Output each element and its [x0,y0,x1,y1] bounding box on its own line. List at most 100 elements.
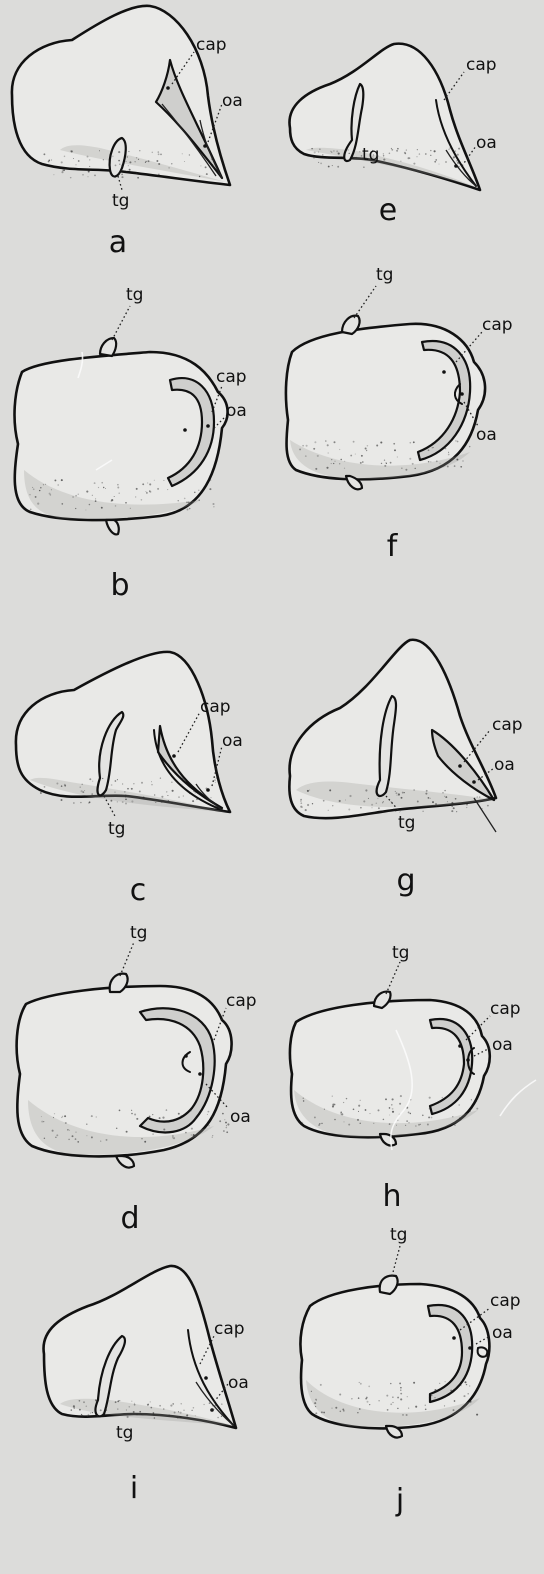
stipple-dot [43,153,45,155]
stipple-dot [212,503,214,505]
stipple-dot [191,1410,192,1411]
stipple-dot [451,802,453,804]
stipple-dot [213,506,214,507]
stipple-dot [379,795,380,796]
stipple-dot [142,483,144,485]
stipple-dot [303,1098,304,1099]
stipple-dot [300,800,301,801]
stipple-dot [149,483,151,485]
stipple-dot [190,1110,192,1112]
stipple-dot [75,508,76,509]
stipple-dot [75,1138,77,1140]
stipple-dot [163,1128,165,1130]
stipple-dot [163,480,164,481]
stipple-dot [70,177,72,179]
stipple-dot [144,1141,146,1143]
stipple-dot [406,150,407,151]
stipple-dot [389,1123,391,1125]
stipple-dot [136,172,138,174]
label-tg: tg [398,813,415,833]
stipple-dot [77,1141,79,1143]
stipple-dot [180,1416,182,1418]
stipple-dot [444,1397,445,1398]
stipple-dot [145,491,146,492]
stipple-dot [121,164,123,166]
stipple-dot [45,484,46,485]
stipple-dot [391,149,393,151]
stipple-dot [372,156,373,157]
stipple-dot [52,1130,54,1132]
stipple-dot [362,158,364,160]
stipple-dot [114,791,115,792]
stipple-dot [117,487,119,489]
stipple-dot [55,1137,56,1138]
stipple-dot [81,784,82,785]
stipple-dot [444,1405,445,1406]
stipple-dot [171,782,172,783]
stipple-dot [445,1381,446,1382]
stipple-dot [35,496,37,498]
stipple-dot [306,445,308,447]
stipple-dot [429,1397,430,1398]
stipple-dot [167,489,168,490]
stipple-dot [219,1120,221,1122]
stipple-dot [227,1123,229,1125]
stipple-dot [103,159,104,160]
stipple-dot [368,798,369,799]
stipple-dot [466,1384,467,1385]
panel-letter: a [109,225,127,260]
stipple-dot [154,480,155,481]
stipple-dot [58,484,59,485]
stipple-dot [158,153,160,155]
stipple-dot [121,174,123,176]
stipple-dot [221,1416,222,1417]
stipple-dot [85,509,86,510]
stipple-dot [158,800,159,801]
stipple-dot [147,1404,149,1406]
panel-letter: d [120,1201,139,1236]
stipple-dot [61,1117,62,1118]
stipple-dot [150,1401,151,1402]
stipple-dot [122,783,123,784]
stipple-dot [439,463,440,464]
stipple-dot [399,1382,401,1384]
stipple-dot [418,1124,420,1126]
stipple-dot [400,1393,402,1395]
stipple-dot [398,793,400,795]
stipple-dot [117,1408,118,1409]
stipple-dot [209,488,211,490]
stipple-dot [425,1409,427,1411]
stipple-dot [435,803,437,805]
stipple-dot [139,790,141,792]
stipple-dot [54,479,56,481]
label-tg: tg [126,285,143,305]
label-cap: cap [490,999,521,1019]
stipple-dot [148,160,150,162]
stipple-dot [383,801,384,802]
stipple-dot [98,487,99,488]
stipple-dot [311,148,313,150]
stipple-dot [410,442,412,444]
stipple-dot [397,148,399,150]
stipple-dot [89,778,91,780]
stipple-dot [213,1408,215,1410]
stipple-dot [339,463,340,464]
stipple-dot [340,459,341,460]
stipple-dot [117,801,118,802]
stipple-dot [100,1409,102,1411]
stipple-dot [203,1404,204,1405]
stipple-dot [145,162,146,163]
stipple-dot [189,508,190,509]
stipple-dot [321,1411,323,1413]
stipple-dot [86,1124,87,1125]
stipple-dot [226,1127,227,1128]
stipple-dot [153,1414,155,1416]
label-oa: oa [476,425,497,445]
stipple-dot [124,791,126,793]
stipple-dot [128,151,129,152]
stipple-dot [487,790,488,791]
stipple-dot [422,1115,424,1117]
stipple-dot [51,159,52,160]
stipple-dot [434,161,436,163]
stipple-dot [119,1110,121,1112]
